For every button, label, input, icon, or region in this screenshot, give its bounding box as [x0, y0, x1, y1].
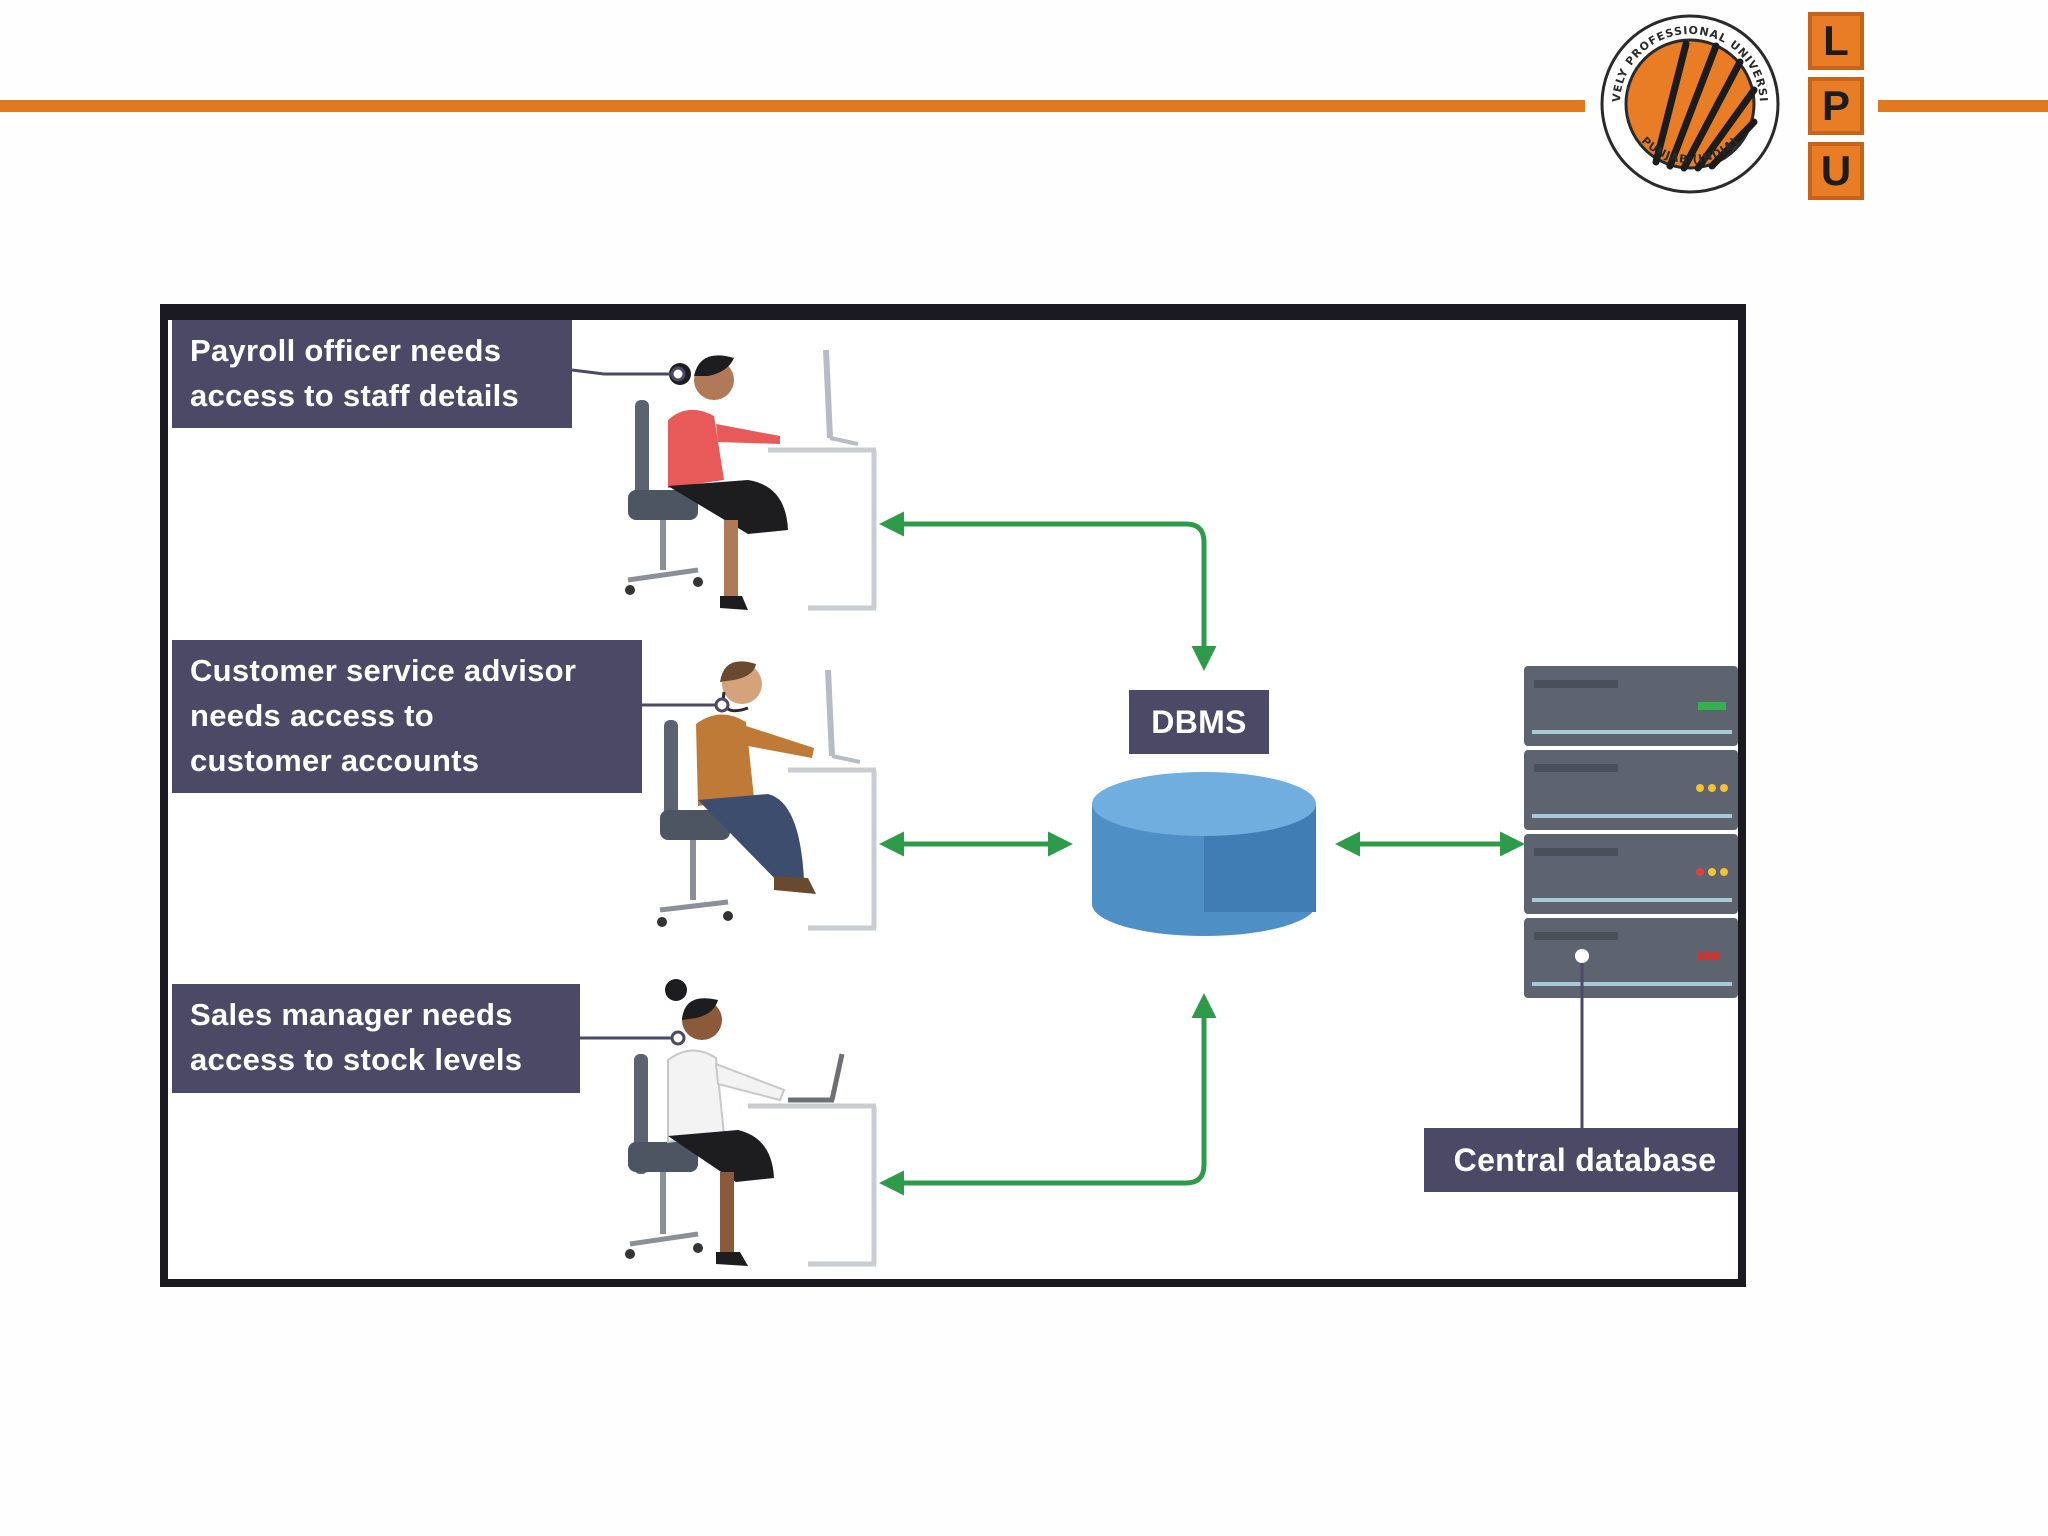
desk-sales [748, 1053, 877, 1267]
diagram-artwork [571, 349, 1738, 1267]
payroll-officer-figure [625, 355, 788, 610]
database-cylinder [1092, 772, 1316, 936]
dbms-diagram: Payroll officer needs access to staff de… [160, 304, 1746, 1287]
desk-payroll [768, 349, 877, 611]
logo-letter-l: L [1808, 12, 1864, 70]
university-seal-logo: LOVELY PROFESSIONAL UNIVERSITY PUNJAB (I… [1598, 12, 1780, 194]
connector-arrows [879, 511, 1525, 1196]
header-rule-left [0, 100, 1585, 112]
desk-customer-service [788, 669, 877, 931]
callout-pointers [571, 366, 730, 1046]
customer-service-advisor-figure [657, 661, 816, 927]
header-rule-right [1878, 100, 2048, 112]
lpu-letter-logo: L P U [1808, 12, 1866, 207]
dbms-label: DBMS [1129, 690, 1269, 754]
central-database-label: Central database [1424, 1128, 1738, 1192]
server-rack [1524, 666, 1738, 1128]
customer-service-advisor-label: Customer service advisor needs access to… [172, 640, 642, 793]
logo-letter-u: U [1808, 142, 1864, 200]
payroll-officer-label: Payroll officer needs access to staff de… [172, 320, 572, 428]
logo-letter-p: P [1808, 77, 1864, 135]
sales-manager-label: Sales manager needs access to stock leve… [172, 984, 580, 1093]
sales-manager-figure [625, 979, 786, 1266]
